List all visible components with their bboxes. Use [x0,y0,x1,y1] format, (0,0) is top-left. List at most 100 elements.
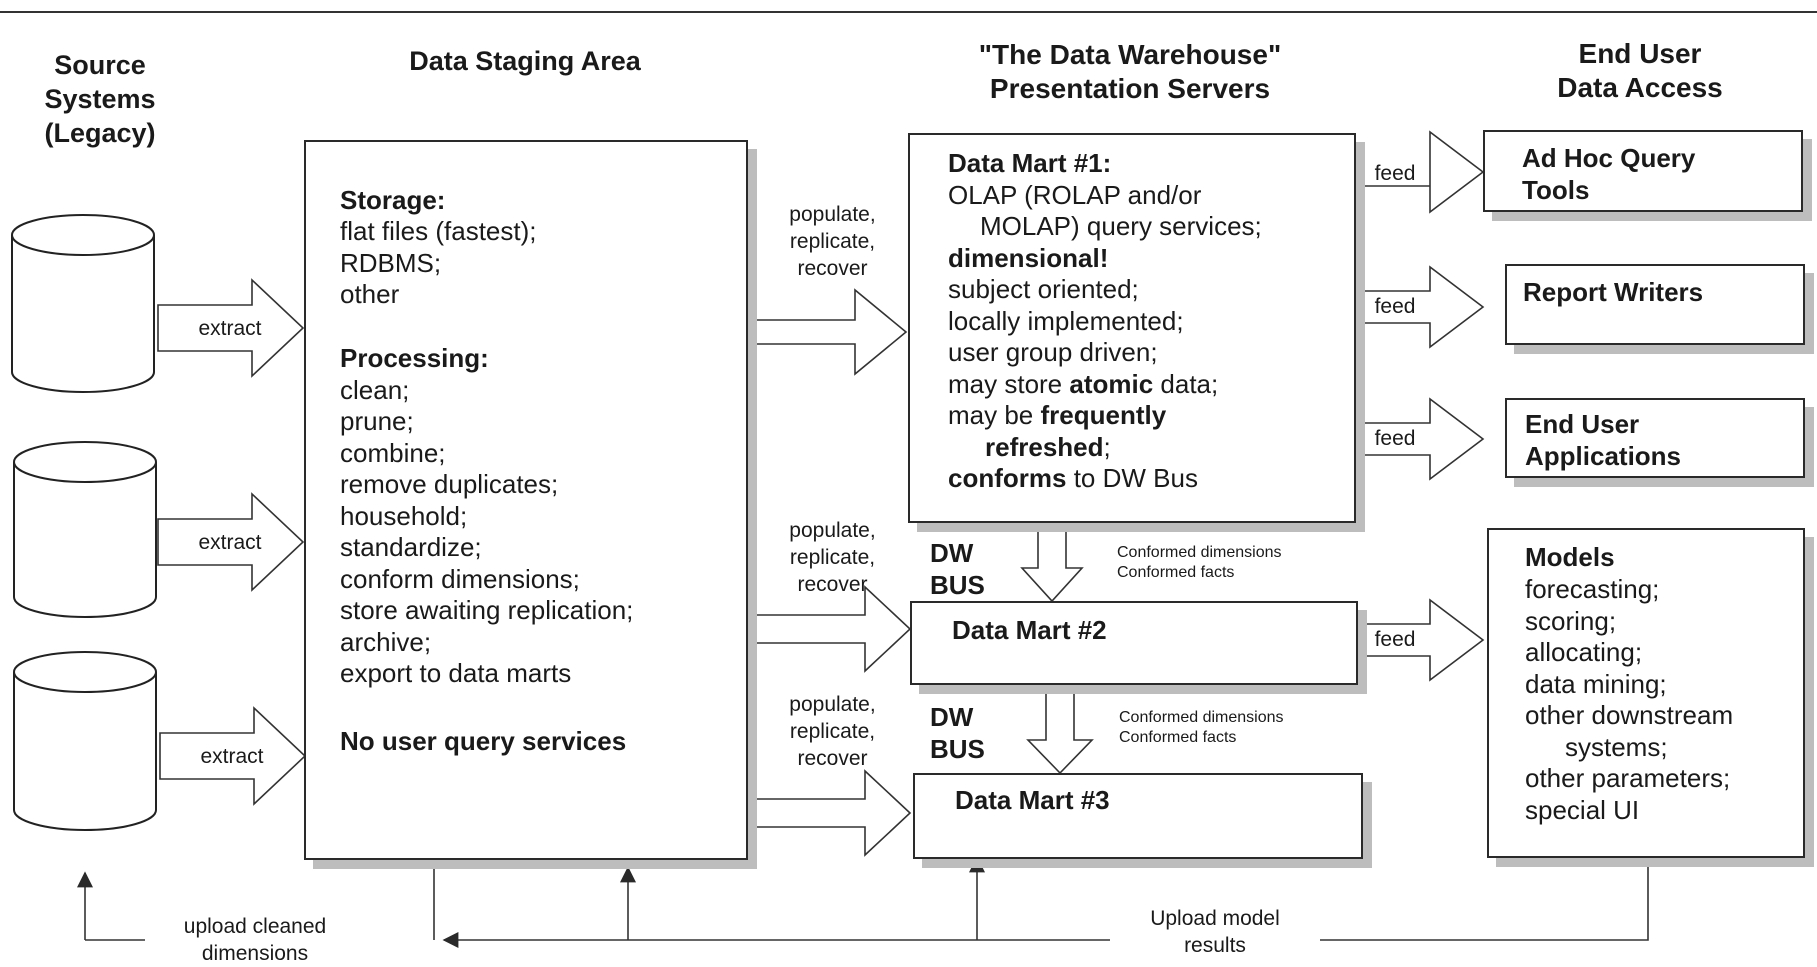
processing-item: export to data marts [340,658,572,688]
populate-line: recover [797,747,868,770]
mart2-title: Data Mart #2 [952,615,1107,645]
adhoc-title: Ad Hoc Query Tools [1522,143,1695,206]
conformed-line: Conformed dimensions [1117,544,1282,561]
upload-cleaned-line: upload cleaned [183,915,327,938]
applications-title: End User Applications [1525,409,1681,472]
data-mart-3-box [913,773,1363,859]
processing-item: prune; [340,406,414,436]
populate-line: replicate, [789,546,876,569]
conformed-line: Conformed facts [1119,729,1237,746]
header-dw-line-2: Presentation Servers [989,73,1271,104]
header-end-user: End User Data Access [1510,37,1770,105]
no-query-services: No user query services [340,726,627,756]
feed-label-1: feed [1374,162,1416,185]
upload-model-label: Upload model results [1110,905,1320,959]
dw-bus-label-2: DW BUS [930,701,985,765]
mart1-text: ; [1103,432,1111,462]
dw-bus-arrow-1 [1020,521,1084,603]
models-item: forecasting; [1525,574,1660,604]
upload-cleaned-line: dimensions [201,942,309,965]
mart1-line-refreshed: refreshed; [985,432,1111,464]
processing-item: household; [340,501,468,531]
header-end-user-line-2: Data Access [1557,72,1723,103]
extract-label-3: extract [200,745,264,768]
feed-label-3: feed [1374,427,1416,450]
models-item: data mining; [1525,669,1667,699]
legacy-database-icon-3 [13,651,157,831]
data-mart-2-box [910,601,1358,685]
dw-bus-line: DW [930,702,974,732]
header-source-line-2: Systems [44,84,156,114]
applications-line: End User [1525,409,1640,439]
header-end-user-line-1: End User [1578,38,1702,69]
mart1-line: subject oriented; [948,274,1139,304]
models-title: Models [1525,542,1615,572]
models-item: allocating; [1525,637,1643,667]
dw-bus-line: DW [930,538,974,568]
storage-item: other [340,279,400,309]
models-item: other downstream [1525,700,1734,730]
mart1-line-conforms: conforms to DW Bus [948,463,1198,495]
data-mart-1-box [908,133,1356,523]
storage-item: RDBMS; [340,248,442,278]
models-item: special UI [1525,795,1640,825]
populate-arrow-2 [754,585,912,673]
populate-line: recover [797,257,868,280]
conformed-label-2: Conformed dimensions Conformed facts [1119,708,1284,748]
populate-line: populate, [789,203,876,226]
models-upload-line [1320,858,1649,941]
populate-arrow-3 [754,769,912,857]
mart1-text: may be [948,400,1041,430]
mart1-line: MOLAP) query services; [980,211,1262,241]
mart1-line: OLAP (ROLAP and/or [948,180,1202,210]
dw-bus-line: BUS [930,734,985,764]
conformed-line: Conformed dimensions [1119,709,1284,726]
processing-item: conform dimensions; [340,564,580,594]
mart1-line-dimensional: dimensional! [948,243,1109,273]
models-item: scoring; [1525,606,1617,636]
mart1-title: Data Mart #1: [948,148,1112,178]
adhoc-line: Ad Hoc Query [1522,143,1696,173]
upload-model-line: Upload model [1150,907,1280,930]
header-data-warehouse: "The Data Warehouse" Presentation Server… [905,38,1355,106]
header-source-systems: Source Systems (Legacy) [10,48,190,150]
mart1-bold-refreshed: refreshed [985,432,1104,462]
populate-line: recover [797,573,868,596]
upload-model-line: results [1184,934,1246,957]
processing-title: Processing: [340,343,489,373]
storage-title: Storage: [340,185,446,215]
mart1-text: data; [1153,369,1219,399]
mart1-text: to DW Bus [1066,463,1198,493]
extract-arrow-2 [157,492,305,592]
dw-bus-label-1: DW BUS [930,537,985,601]
mart1-text: may store [948,369,1070,399]
feed-label-2: feed [1374,295,1416,318]
processing-item: store awaiting replication; [340,595,634,625]
storage-item: flat files (fastest); [340,216,537,246]
dw-bus-line: BUS [930,570,985,600]
extract-arrow-3 [159,706,307,806]
legacy-database-icon-1 [11,214,155,393]
mart1-line-frequently: may be frequently [948,400,1166,432]
end-user-applications-box [1505,398,1805,478]
populate-arrow-1 [747,288,908,376]
conformed-line: Conformed facts [1117,564,1235,581]
feed-arrow-2 [1357,265,1485,349]
populate-label-1: populate, replicate, recover [765,201,900,282]
extract-label-1: extract [198,317,262,340]
dw-bus-arrow-2 [1026,684,1094,775]
processing-item: standardize; [340,532,482,562]
applications-line: Applications [1525,440,1682,471]
populate-line: populate, [789,693,876,716]
processing-item: combine; [340,438,446,468]
conformed-label-1: Conformed dimensions Conformed facts [1117,543,1282,583]
feed-arrow-3 [1357,397,1485,481]
header-staging-area: Data Staging Area [409,46,641,76]
mart3-title: Data Mart #3 [955,785,1110,815]
report-writers-box [1505,264,1805,345]
mart1-line: locally implemented; [948,306,1184,336]
populate-line: replicate, [789,230,876,253]
mart1-bold-frequently: frequently [1040,400,1167,430]
feed-arrow-4 [1357,598,1485,682]
